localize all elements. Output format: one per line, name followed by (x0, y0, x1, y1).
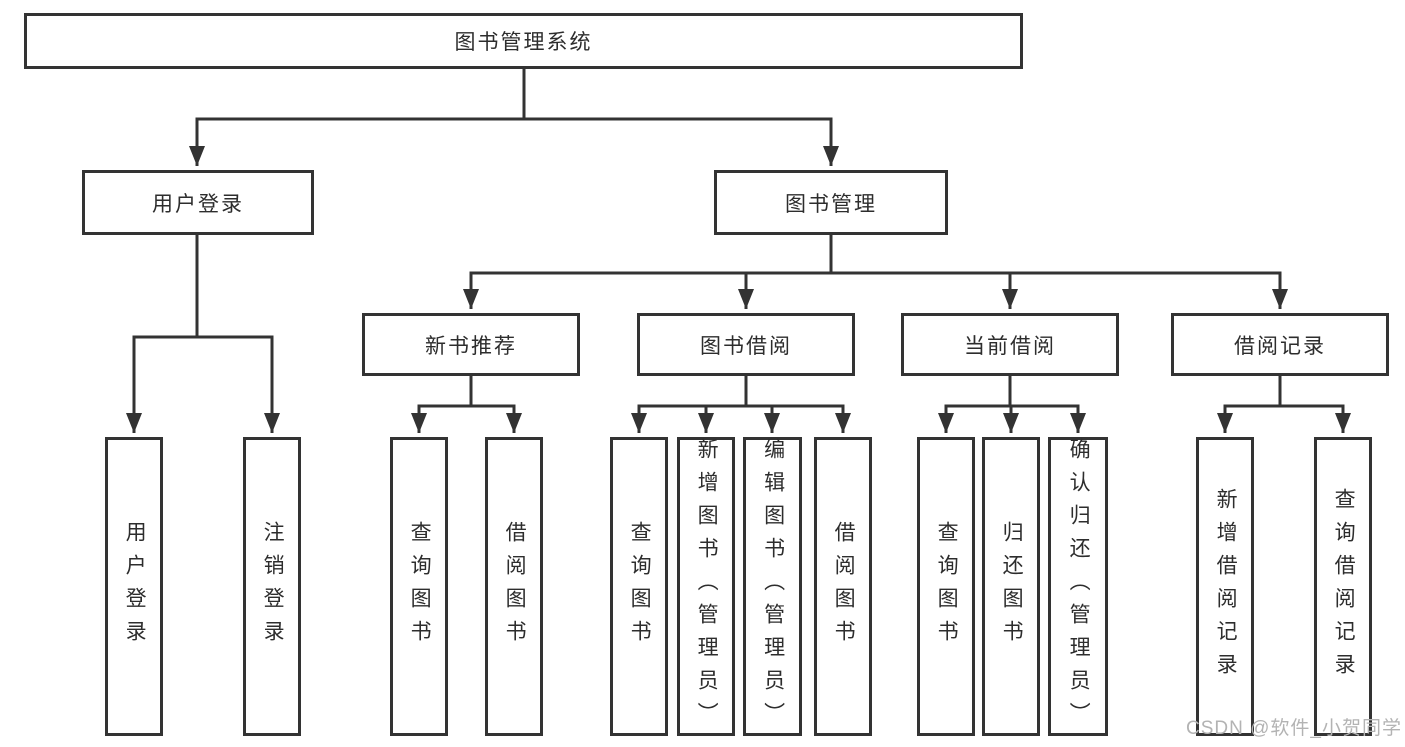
leaf-user-login: 用户登录 (105, 437, 163, 736)
node-book-borrow-label: 图书借阅 (700, 334, 792, 358)
leaf-borrow-books-label: 借阅图书 (832, 520, 856, 653)
leaf-add-borrow-record: 新增借阅记录 (1196, 437, 1254, 736)
node-new-book-recommend-label: 新书推荐 (425, 334, 517, 358)
connector-current-borrow-children (938, 376, 1086, 433)
leaf-add-book-admin-label: 新增图书（管理员） (695, 438, 719, 735)
leaf-return-book: 归还图书 (982, 437, 1040, 736)
node-user-login: 用户登录 (82, 170, 314, 235)
node-borrow-records: 借阅记录 (1171, 313, 1389, 376)
connector-book-borrow-children (631, 376, 851, 433)
leaf-query-books-current-label: 查询图书 (935, 520, 959, 653)
leaf-add-book-admin: 新增图书（管理员） (677, 437, 735, 736)
node-current-borrow: 当前借阅 (901, 313, 1119, 376)
node-root-label: 图书管理系统 (454, 31, 593, 54)
leaf-confirm-return-admin-label: 确认归还（管理员） (1067, 438, 1091, 735)
leaf-query-books-current: 查询图书 (917, 437, 975, 736)
leaf-borrow-books-recommend: 借阅图书 (485, 437, 543, 736)
connector-borrow-records-children (1217, 376, 1351, 433)
node-root: 图书管理系统 (24, 13, 1023, 69)
node-new-book-recommend: 新书推荐 (362, 313, 580, 376)
leaf-logout: 注销登录 (243, 437, 301, 736)
node-book-borrow: 图书借阅 (637, 313, 855, 376)
node-current-borrow-label: 当前借阅 (964, 334, 1056, 358)
csdn-watermark: CSDN @软件_小贺同学 (1186, 718, 1402, 739)
node-book-management: 图书管理 (714, 170, 948, 235)
node-borrow-records-label: 借阅记录 (1234, 334, 1326, 358)
connector-book-mgmt-to-level3 (463, 235, 1288, 309)
connector-new-book-children (411, 376, 522, 433)
leaf-query-borrow-record: 查询借阅记录 (1314, 437, 1372, 736)
leaf-edit-book-admin: 编辑图书（管理员） (743, 437, 802, 736)
leaf-borrow-books: 借阅图书 (814, 437, 872, 736)
leaf-logout-label: 注销登录 (261, 520, 285, 653)
leaf-query-books-borrow: 查询图书 (610, 437, 668, 736)
leaf-confirm-return-admin: 确认归还（管理员） (1048, 437, 1108, 736)
leaf-user-login-label: 用户登录 (123, 520, 147, 653)
connector-user-login-children (126, 235, 280, 433)
node-user-login-label: 用户登录 (152, 192, 244, 216)
leaf-edit-book-admin-label: 编辑图书（管理员） (761, 438, 785, 735)
leaf-borrow-books-recommend-label: 借阅图书 (503, 520, 527, 653)
leaf-query-books-borrow-label: 查询图书 (628, 520, 652, 653)
leaf-return-book-label: 归还图书 (1000, 520, 1024, 653)
leaf-add-borrow-record-label: 新增借阅记录 (1214, 487, 1238, 686)
leaf-query-books-recommend: 查询图书 (390, 437, 448, 736)
leaf-query-borrow-record-label: 查询借阅记录 (1332, 487, 1356, 686)
connector-root-to-level2 (189, 69, 839, 166)
node-book-management-label: 图书管理 (785, 192, 877, 216)
leaf-query-books-recommend-label: 查询图书 (408, 520, 432, 653)
